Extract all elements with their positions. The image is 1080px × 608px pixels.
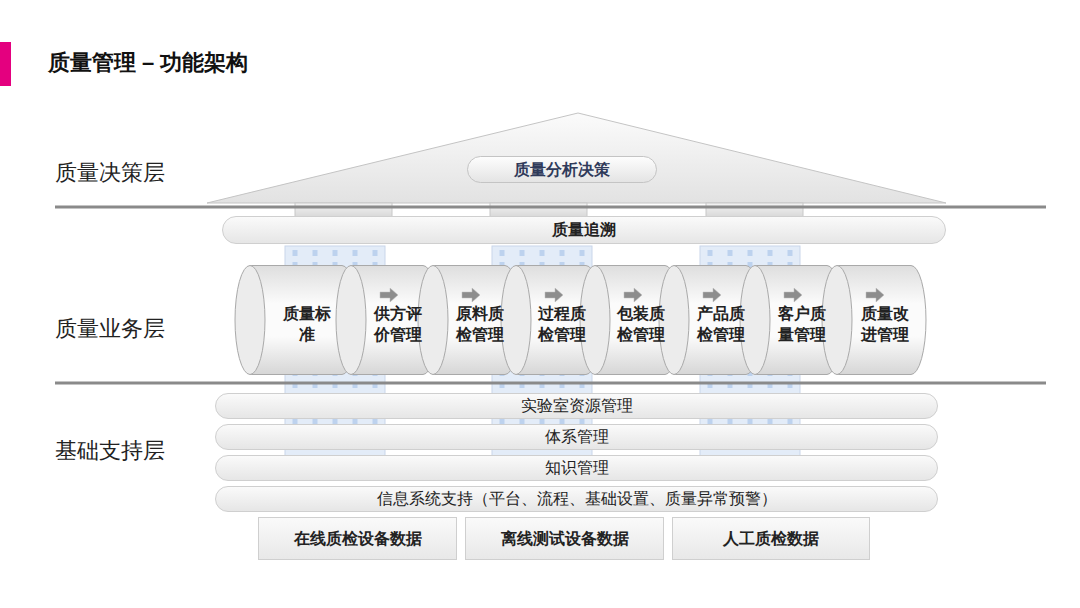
node-label: 人工质检数据 xyxy=(723,529,819,548)
layer-band: 知识管理 xyxy=(215,455,938,481)
accent-bar xyxy=(0,42,11,86)
layer-divider xyxy=(55,206,1046,209)
data-source-box: 在线质检设备数据 xyxy=(258,517,457,560)
page-title: 质量管理 – 功能架构 xyxy=(48,48,248,78)
process-cylinder: 质量改进管理 xyxy=(822,265,926,375)
node-label: 产品质检管理 xyxy=(696,304,746,346)
node-label: 实验室资源管理 xyxy=(521,396,633,415)
roof xyxy=(207,113,946,203)
node-label: 信息系统支持（平台、流程、基础设置、质量异常预警） xyxy=(377,489,777,508)
node-label: 知识管理 xyxy=(545,458,609,477)
node-label: 质量标准 xyxy=(282,304,332,346)
layer-band: 实验室资源管理 xyxy=(215,393,938,419)
node-label: 包装质检管理 xyxy=(616,304,666,346)
layer-label: 质量业务层 xyxy=(55,314,165,344)
node-label: 客户质量管理 xyxy=(777,304,827,346)
node-label: 质量追溯 xyxy=(552,220,616,239)
layer-band: 信息系统支持（平台、流程、基础设置、质量异常预警） xyxy=(215,486,938,512)
node-label: 供方评价管理 xyxy=(373,304,423,346)
node-label: 原料质检管理 xyxy=(455,304,505,346)
decision-pill: 质量分析决策 xyxy=(467,156,657,183)
layer-band: 体系管理 xyxy=(215,424,938,450)
node-label: 质量改进管理 xyxy=(860,304,910,346)
node-label: 体系管理 xyxy=(545,427,609,446)
node-label: 过程质检管理 xyxy=(537,304,587,346)
process-cylinder: 原料质检管理 xyxy=(418,265,520,375)
layer-divider xyxy=(55,382,1046,385)
node-label: 离线测试设备数据 xyxy=(501,529,629,548)
data-source-box: 离线测试设备数据 xyxy=(465,517,664,560)
node-label: 在线质检设备数据 xyxy=(294,529,422,548)
layer-label: 质量决策层 xyxy=(55,158,165,188)
data-source-box: 人工质检数据 xyxy=(672,517,870,560)
node-label: 质量分析决策 xyxy=(514,160,610,179)
layer-label: 基础支持层 xyxy=(55,436,165,466)
layer-band: 质量追溯 xyxy=(222,216,946,244)
